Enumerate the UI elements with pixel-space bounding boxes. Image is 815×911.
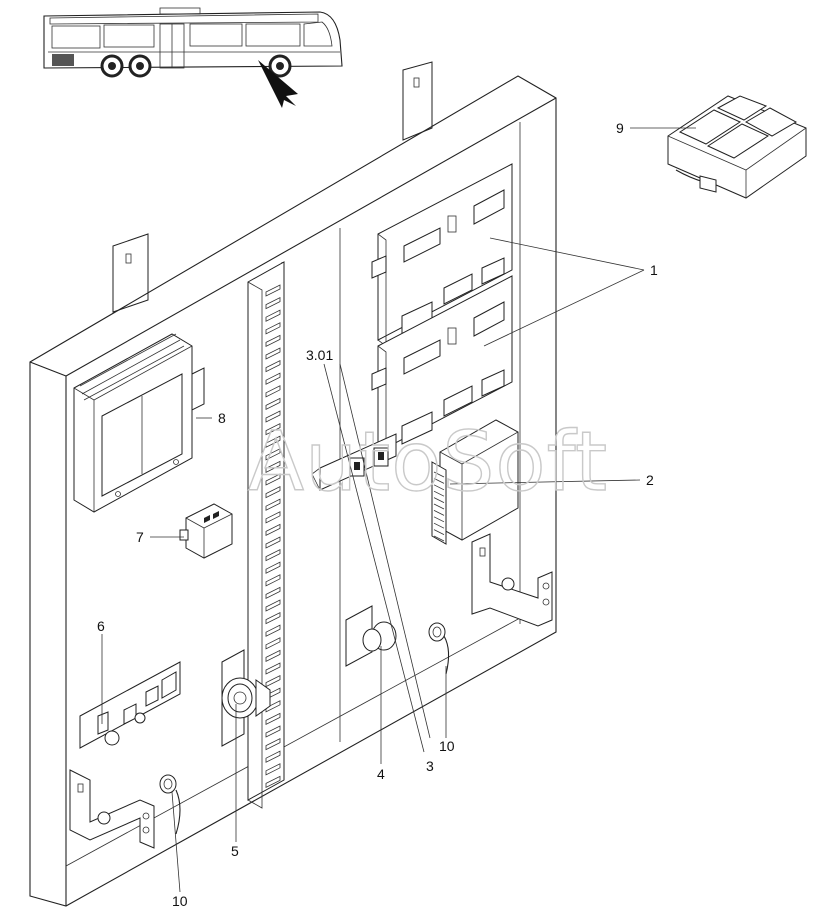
- duct-slot: [265, 750, 281, 763]
- duct-slot: [265, 448, 281, 461]
- duct-slot: [265, 737, 281, 751]
- callout-7: 7: [136, 529, 144, 545]
- callout-2: 2: [646, 472, 654, 488]
- watermark: AutoSoft: [248, 415, 608, 510]
- panel-frame: [29, 75, 557, 907]
- duct-slot: [265, 599, 281, 612]
- duct-slot: [265, 624, 281, 637]
- small-relay: [179, 503, 233, 559]
- duct-slot: [265, 712, 281, 726]
- duct-slot: [265, 435, 281, 448]
- duct-slot: [265, 611, 281, 625]
- connector-pin: [433, 471, 445, 478]
- duct-slot: [265, 662, 281, 675]
- duct-slot: [265, 473, 281, 486]
- bus-locator-thumbnail: [43, 7, 343, 108]
- callout-9: 9: [616, 120, 624, 136]
- duct-slot: [265, 523, 281, 537]
- rotary-switch: [345, 605, 397, 667]
- duct-slot: [265, 334, 281, 348]
- duct-slot: [265, 649, 281, 663]
- duct-slot: [265, 397, 281, 411]
- duct-slot: [265, 775, 281, 789]
- duct-slot: [265, 536, 281, 549]
- connector-pin: [433, 484, 445, 491]
- duct-slot: [265, 548, 281, 562]
- callout-10-left: 10: [172, 893, 188, 909]
- relay-board-upper: [371, 163, 513, 347]
- leader-lines: [101, 127, 696, 893]
- round-connector: [221, 649, 271, 747]
- duct-slot: [265, 460, 281, 474]
- relay-board-lower: [371, 275, 513, 459]
- duct-slot: [265, 410, 281, 423]
- duct-slot: [265, 422, 281, 436]
- connector-pin: [433, 497, 445, 503]
- bracket-lower-right: [471, 533, 553, 627]
- callout-4: 4: [377, 766, 385, 782]
- control-unit: [431, 419, 519, 545]
- cable-duct: [247, 261, 285, 809]
- duct-slot: [265, 725, 281, 738]
- duct-slot: [265, 385, 281, 398]
- callout-8: 8: [218, 410, 226, 426]
- connector-pin: [433, 522, 445, 529]
- connector-pin: [433, 490, 445, 497]
- callout-1: 1: [650, 262, 658, 278]
- location-arrow-icon: [258, 60, 298, 108]
- top-mounting-brackets: [112, 61, 433, 313]
- callout-10-right: 10: [439, 738, 455, 754]
- duct-slot: [265, 322, 281, 335]
- connector-pin: [433, 535, 445, 542]
- duct-slot: [265, 359, 281, 373]
- duct-slot: [265, 485, 281, 499]
- duct-slot: [265, 700, 281, 713]
- duct-slot: [265, 372, 281, 385]
- duct-slot: [265, 763, 281, 776]
- relay-sockets: [311, 433, 397, 491]
- duct-slot: [265, 296, 281, 310]
- external-relay-box: [667, 95, 807, 199]
- duct-slot: [265, 347, 281, 360]
- callout-3-01: 3.01: [306, 347, 333, 363]
- connector-pin: [433, 529, 445, 535]
- callout-6: 6: [97, 618, 105, 634]
- callout-5: 5: [231, 843, 239, 859]
- duct-slot: [265, 511, 281, 524]
- ecu-module: [73, 333, 205, 513]
- connector-pin: [433, 516, 445, 523]
- duct-slot: [265, 498, 281, 511]
- switch-plate: [79, 661, 181, 749]
- sensor-left: [159, 774, 181, 835]
- connector-pin: [433, 478, 445, 484]
- connector-pin: [433, 510, 445, 516]
- duct-slot: [265, 574, 281, 587]
- connector-pin: [433, 503, 445, 510]
- duct-slot: [265, 561, 281, 574]
- callout-labels: 9 1 2 3.01 8 7 6 5 4 3 10 10: [97, 120, 658, 909]
- duct-slot: [265, 674, 281, 688]
- duct-slot: [265, 309, 281, 322]
- duct-slot: [265, 284, 281, 297]
- callout-3: 3: [426, 758, 434, 774]
- duct-slot: [265, 637, 281, 650]
- bracket-lower-left: [69, 769, 155, 849]
- duct-slot: [265, 586, 281, 600]
- sensor-right: [428, 622, 450, 675]
